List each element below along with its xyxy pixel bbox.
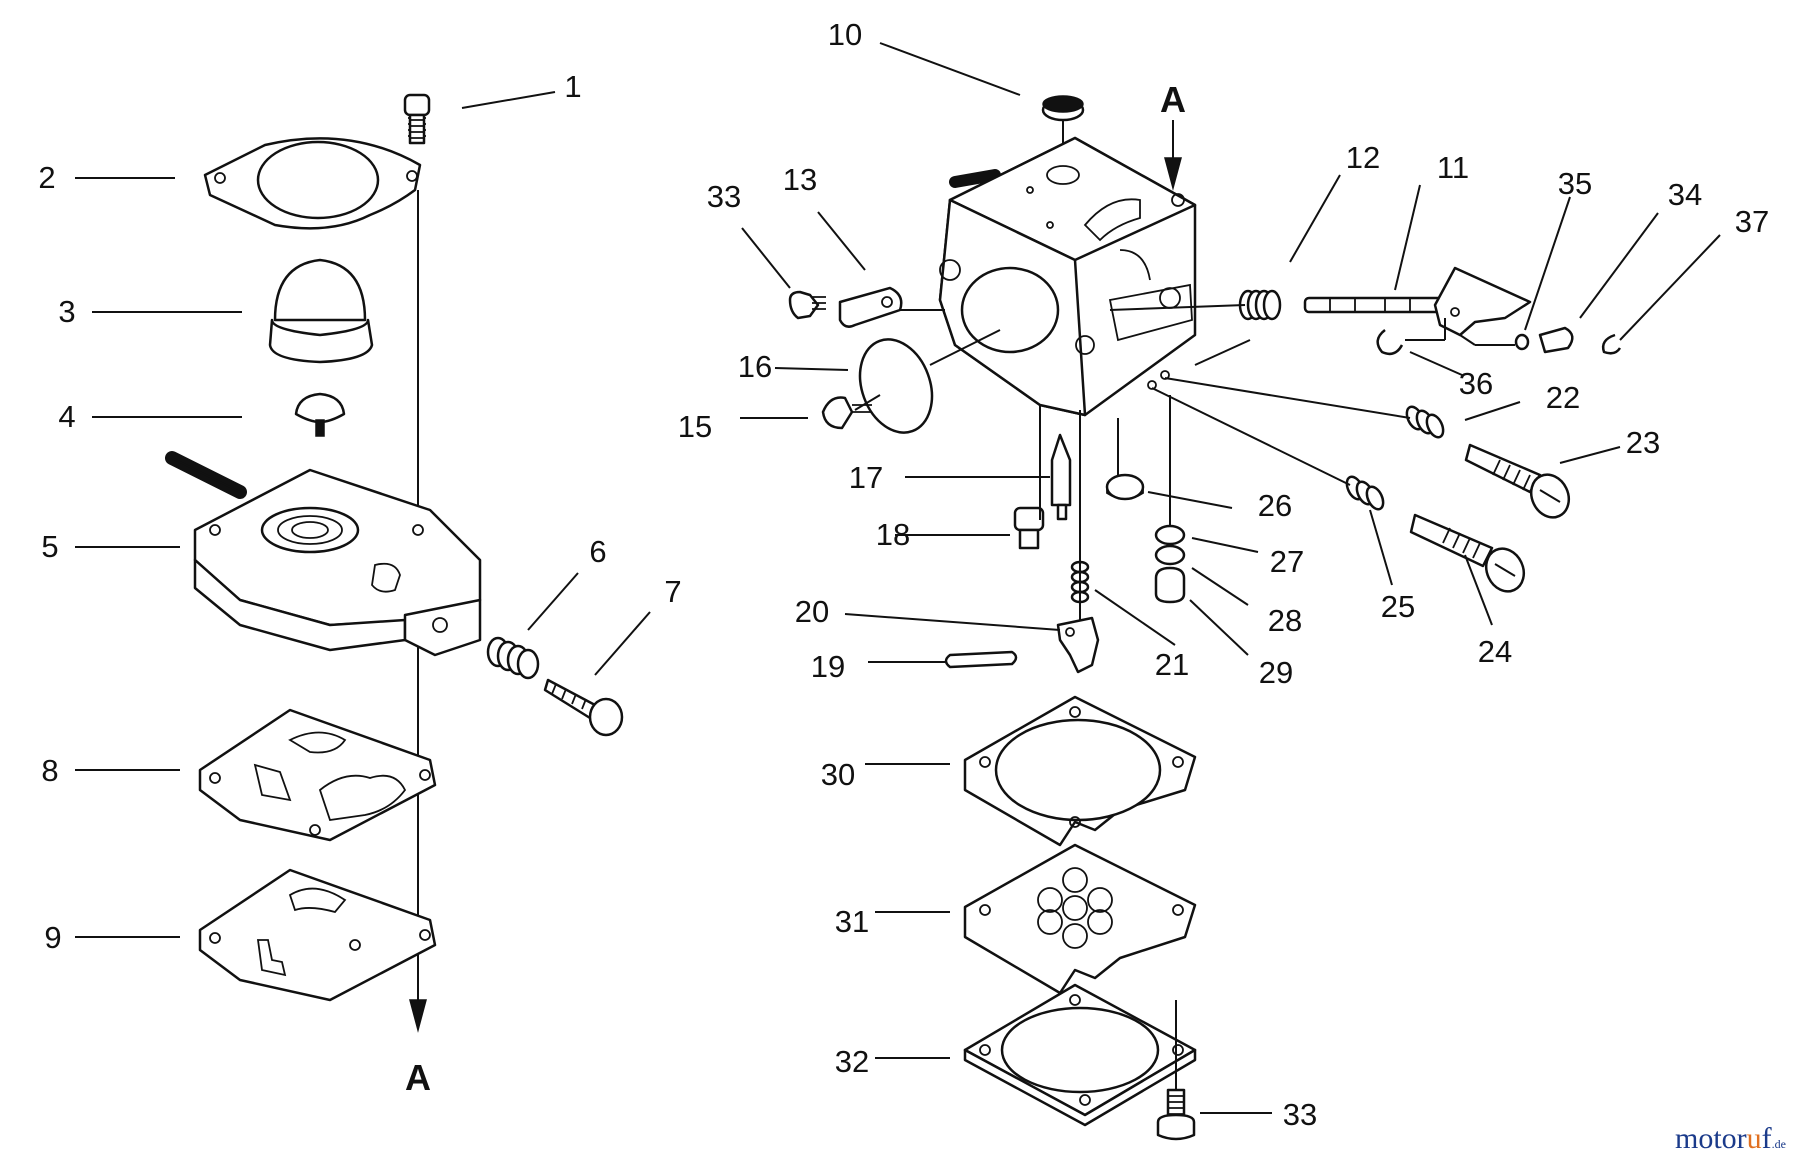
label-part-37: 37 — [1735, 204, 1769, 239]
reference-letter-a-top: A — [1160, 79, 1186, 120]
label-part-23: 23 — [1626, 425, 1660, 460]
part-ring-27 — [1154, 524, 1186, 546]
label-part-25: 25 — [1381, 589, 1415, 624]
part-plug-29 — [1154, 566, 1186, 604]
part-adjust-screw-24 — [1409, 513, 1526, 593]
label-part-15: 15 — [678, 409, 712, 444]
label-part-9: 9 — [44, 920, 61, 955]
label-part-20: 20 — [795, 594, 829, 629]
label-part-13: 13 — [783, 162, 817, 197]
reference-letter-a-bottom: A — [405, 1057, 431, 1098]
label-part-21: 21 — [1155, 647, 1189, 682]
part-needle-17 — [1050, 433, 1072, 521]
label-part-12: 12 — [1346, 140, 1380, 175]
part-diaphragm-31 — [963, 843, 1197, 995]
part-screw-18 — [1013, 506, 1045, 550]
part-ring-37 — [1601, 333, 1622, 355]
label-part-33-top: 33 — [707, 179, 741, 214]
part-valve-4 — [294, 392, 346, 437]
watermark-text-b: u — [1746, 1122, 1762, 1155]
part-gasket-2 — [203, 137, 422, 230]
part-screw-15 — [821, 396, 872, 430]
part-disc-16 — [858, 338, 934, 434]
part-plate-13 — [838, 286, 903, 328]
label-part-17: 17 — [849, 460, 883, 495]
part-spring-12 — [1238, 289, 1282, 321]
label-part-2: 2 — [38, 160, 55, 195]
watermark-tld: .de — [1771, 1137, 1786, 1151]
part-clip-36 — [1376, 329, 1404, 356]
label-part-3: 3 — [58, 294, 75, 329]
label-part-19: 19 — [811, 649, 845, 684]
arrow-down-icon — [409, 999, 427, 1033]
part-washer-35 — [1514, 333, 1530, 351]
part-spring-22 — [1405, 405, 1445, 439]
part-screw-33-bottom — [1156, 1088, 1196, 1141]
part-labels: 1 2 3 4 5 6 7 8 9 10 11 12 13 33 16 15 1… — [38, 17, 1769, 1132]
label-part-5: 5 — [41, 529, 58, 564]
part-primer-bulb-3 — [268, 258, 374, 364]
label-part-10: 10 — [828, 17, 862, 52]
label-part-34: 34 — [1668, 177, 1702, 212]
part-screw-33-top — [788, 290, 826, 320]
label-part-7: 7 — [664, 574, 681, 609]
part-adjust-screw-23 — [1464, 443, 1571, 519]
label-part-11: 11 — [1437, 150, 1469, 185]
part-screw-1 — [403, 93, 431, 145]
label-part-31: 31 — [835, 904, 869, 939]
label-part-8: 8 — [41, 753, 58, 788]
part-throttle-shaft-11 — [1303, 266, 1532, 337]
part-cover-32 — [963, 983, 1197, 1127]
label-part-16: 16 — [738, 349, 772, 384]
watermark-text-a: motor — [1675, 1122, 1747, 1155]
watermark-logo: motoruf.de — [1675, 1122, 1786, 1156]
label-part-6: 6 — [589, 534, 606, 569]
label-part-35: 35 — [1558, 166, 1592, 201]
label-part-24: 24 — [1478, 634, 1512, 669]
label-part-4: 4 — [58, 399, 75, 434]
part-gasket-30 — [963, 695, 1197, 847]
label-part-33-bottom: 33 — [1283, 1097, 1317, 1132]
label-part-22: 22 — [1546, 380, 1580, 415]
part-pump-body-5 — [165, 451, 482, 657]
part-diaphragm-9 — [198, 868, 437, 1002]
label-part-1: 1 — [564, 69, 581, 104]
label-part-18: 18 — [876, 517, 910, 552]
part-spring-6 — [486, 636, 540, 680]
label-part-28: 28 — [1268, 603, 1302, 638]
watermark-text-c: f — [1761, 1122, 1772, 1155]
label-part-27: 27 — [1270, 544, 1304, 579]
arrow-down-icon — [1164, 157, 1182, 191]
part-screw-7 — [543, 678, 624, 737]
label-part-30: 30 — [821, 757, 855, 792]
leader-lines — [75, 42, 1721, 1114]
label-part-32: 32 — [835, 1044, 869, 1079]
part-screw-34 — [1538, 326, 1574, 354]
part-lever-20 — [1056, 616, 1100, 674]
part-pin-19 — [944, 650, 1018, 669]
part-ring-28 — [1154, 544, 1186, 566]
part-spring-25 — [1345, 475, 1385, 511]
label-part-29: 29 — [1259, 655, 1293, 690]
label-part-36: 36 — [1459, 366, 1493, 401]
label-part-26: 26 — [1258, 488, 1292, 523]
part-gasket-8 — [198, 708, 437, 842]
part-disc-26 — [1105, 473, 1145, 501]
part-carburetor-body — [938, 136, 1197, 417]
